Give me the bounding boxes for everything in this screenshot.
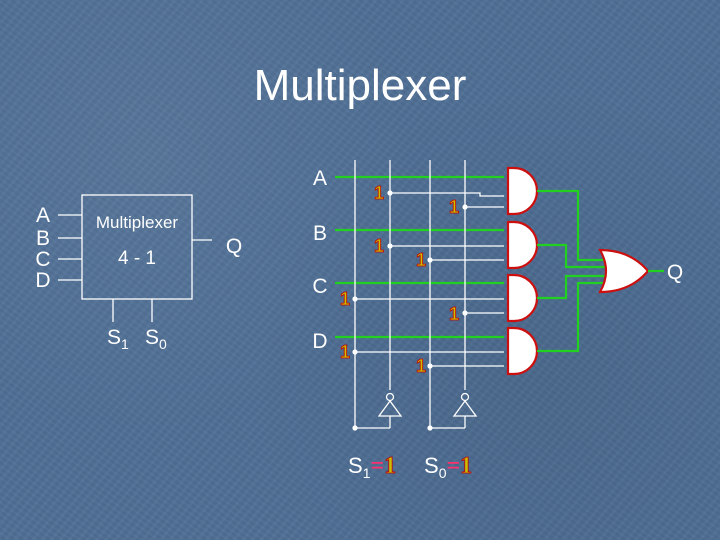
block-input-a: A — [36, 204, 50, 227]
mux-block-diagram: A B C D Multiplexer 4 - 1 Q S1 S0 — [35, 194, 242, 352]
and-out-1 — [537, 189, 616, 262]
and-gate-icon — [506, 220, 539, 270]
junction-dot — [427, 257, 433, 263]
bit-label-g1-s1: 1 — [374, 183, 384, 203]
circuit-output-q: Q — [667, 261, 683, 284]
bit-label-g3-s1: 1 — [340, 289, 350, 309]
mux-gate-circuit: A B C D 1 1 1 1 1 — [312, 160, 683, 481]
block-input-c: C — [35, 248, 50, 271]
junction-dot — [427, 363, 433, 369]
circuit-input-a: A — [313, 167, 327, 190]
and-out-2 — [537, 243, 620, 269]
block-output-q: Q — [226, 235, 242, 258]
mux-block-box — [81, 194, 193, 300]
mux-block-ratio: 4 - 1 — [118, 248, 156, 269]
junction-dot — [462, 204, 468, 210]
bit-label-g4-s1: 1 — [340, 342, 350, 362]
circuit-input-d: D — [312, 330, 327, 353]
junction-dot — [387, 190, 393, 196]
block-select-s0-label: S0 — [145, 326, 167, 352]
block-input-b: B — [36, 227, 50, 250]
bit-label-g1-s0: 1 — [449, 197, 459, 217]
and-gate-icon — [506, 273, 539, 323]
bit-label-g4-s0: 1 — [416, 356, 426, 376]
block-input-d: D — [35, 269, 50, 292]
and-gate-icon — [506, 326, 539, 376]
bit-label-g2-s1: 1 — [374, 236, 384, 256]
and-out-4 — [537, 281, 616, 353]
junction-dot — [387, 243, 393, 249]
mux-block-name: Multiplexer — [96, 213, 179, 232]
block-select-s1-label: S1 — [107, 326, 129, 352]
bit-label-g2-s0: 1 — [416, 250, 426, 270]
junction-dot — [352, 349, 358, 355]
select-s0-value: S0=1 — [424, 453, 472, 481]
and-gate-icon — [506, 166, 539, 216]
not-gate-icon — [427, 392, 478, 431]
not-gate-icon — [352, 392, 403, 431]
and-out-3 — [537, 274, 620, 300]
page-title: Multiplexer — [254, 61, 467, 110]
junction-dot — [352, 296, 358, 302]
tap-g1-s1 — [390, 192, 504, 197]
or-gate-icon — [598, 248, 650, 294]
circuit-input-c: C — [312, 275, 327, 298]
circuit-input-b: B — [313, 222, 327, 245]
select-s1-value: S1=1 — [348, 453, 396, 481]
junction-dot — [462, 310, 468, 316]
bit-label-g3-s0: 1 — [449, 304, 459, 324]
